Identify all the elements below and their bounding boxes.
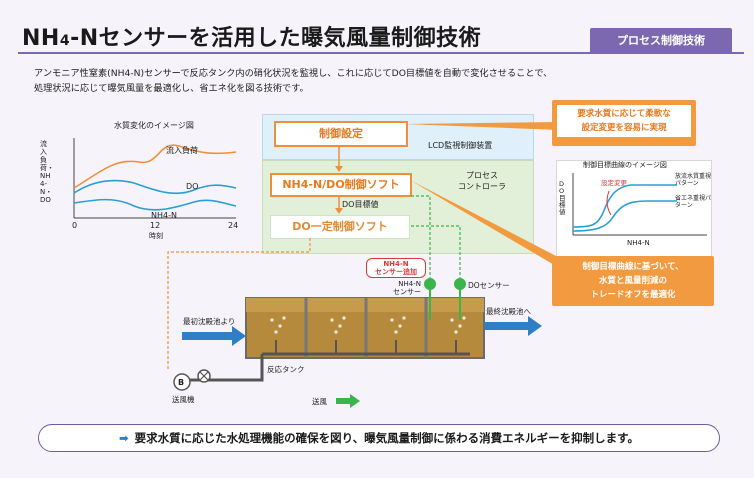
water-quality-chart: 水質変化のイメージ図 流入負荷 DO NH4-N 流入負荷・NH4-N・DO 0… — [40, 118, 240, 248]
label-inflow-load: 流入負荷 — [166, 146, 198, 155]
right-chart-xlabel: NH4-N — [627, 239, 650, 247]
intro-line-2: 処理状況に応じて曝気風量を最適化し、省エネ化を図る技術です。 — [34, 83, 309, 94]
callout-bottom-pointer — [410, 180, 556, 266]
category-badge: プロセス制御技術 — [590, 28, 732, 54]
nh4-sensor-icon — [424, 278, 436, 290]
nh4-sensor-signal — [410, 195, 431, 290]
left-x-tick-24: 24 — [228, 221, 239, 230]
arrow-right-icon: ➡ — [118, 431, 129, 445]
setting-change-arrow — [606, 190, 612, 216]
left-chart-ylabel: 流入負荷・NH4-N・DO — [40, 140, 54, 204]
inflow-arrow-body — [182, 332, 232, 340]
callout-flexible-setting: 要求水質に応じて柔軟な 設定変更を容易に実現 — [552, 100, 696, 146]
left-x-tick-12: 12 — [150, 221, 161, 230]
left-chart-title: 水質変化のイメージ図 — [114, 121, 194, 130]
nh4-sensor-label: NH4-N センサー — [393, 280, 421, 296]
left-chart-plot — [73, 138, 237, 219]
summary-text: 要求水質に応じた水処理機能の確保を図り、曝気風量制御に係わる消費エネルギーを抑制… — [134, 431, 640, 445]
right-chart-title: 制御目標曲線のイメージ図 — [583, 161, 667, 169]
do-constant-control-soft-box: DO一定制御ソフト — [270, 215, 410, 239]
energy-saving-priority-curve — [572, 200, 677, 232]
blower-symbol: B — [178, 378, 185, 387]
sensor-added-tag: NH4-N センサー追加 — [366, 258, 426, 278]
intro-text: アンモニア性窒素(NH4-N)センサーで反応タンク内の硝化状況を監視し、これに応… — [34, 66, 714, 96]
title-suffix: -Nセンサーを活用した曝気風量制御技術 — [70, 26, 482, 51]
left-x-tick-0: 0 — [72, 221, 78, 230]
series-inflow-load — [73, 144, 237, 189]
right-chart-plot — [572, 173, 707, 236]
label-do: DO — [186, 182, 199, 191]
blower-control-signal — [167, 238, 311, 370]
inflow-label: 最初沈殿池より — [183, 317, 236, 326]
process-controller-label: プロセス コントローラ — [458, 171, 506, 191]
setting-change-label: 設定変更 — [601, 179, 627, 187]
do-target-label: DO目標値 — [342, 200, 379, 209]
lcd-label: LCD監視制御装置 — [428, 141, 493, 150]
page-title: NH4-Nセンサーを活用した曝気風量制御技術 — [22, 20, 481, 52]
label-nh4n: NH4-N — [151, 211, 177, 220]
air-label: 送風 — [312, 397, 327, 406]
blower-label: 送風機 — [172, 395, 195, 404]
reaction-tank-label: 反応タンク — [267, 365, 305, 374]
title-underline — [18, 52, 744, 54]
title-subscript: 4 — [59, 33, 71, 49]
callout-flexible-text: 要求水質に応じて柔軟な 設定変更を容易に実現 — [555, 103, 693, 139]
air-pipe — [190, 352, 470, 382]
air-arrow-body — [336, 398, 350, 404]
do-sensor-label: DOセンサー — [468, 281, 510, 290]
nh4-do-control-soft-box: NH4-N/DO制御ソフト — [270, 173, 412, 197]
control-curve-chart: 制御目標曲線のイメージ図 設定変更 放流水質重視パターン 省エネ重視パターン D… — [556, 160, 712, 262]
summary-banner: ➡ 要求水質に応じた水処理機能の確保を図り、曝気風量制御に係わる消費エネルギーを抑… — [38, 424, 720, 452]
series-nh4n — [73, 198, 237, 211]
callout-tradeoff: 制御目標曲線に基づいて、 水質と風量削減の トレードオフを最適化 — [552, 256, 714, 306]
right-chart-ylabel: DO目標値 — [559, 180, 566, 216]
aeration-bubbles — [270, 316, 466, 334]
outflow-label: 最終沈殿池へ — [486, 307, 531, 316]
energy-pattern-label: 省エネ重視パターン — [675, 195, 712, 209]
quality-pattern-label: 放流水質重視パターン — [675, 173, 712, 187]
callout-top-pointer — [404, 122, 560, 130]
blower-icon — [173, 373, 191, 391]
do-sensor-signal — [410, 225, 461, 290]
control-setting-box: 制御設定 — [274, 121, 408, 147]
water-quality-priority-curve — [572, 184, 677, 228]
series-do — [73, 179, 237, 195]
title-prefix: NH — [22, 26, 60, 51]
left-chart-xlabel: 時刻 — [149, 232, 163, 240]
outflow-arrow-body — [484, 322, 528, 330]
do-sensor-icon — [454, 278, 466, 290]
intro-line-1: アンモニア性窒素(NH4-N)センサーで反応タンク内の硝化状況を監視し、これに応… — [34, 68, 553, 79]
